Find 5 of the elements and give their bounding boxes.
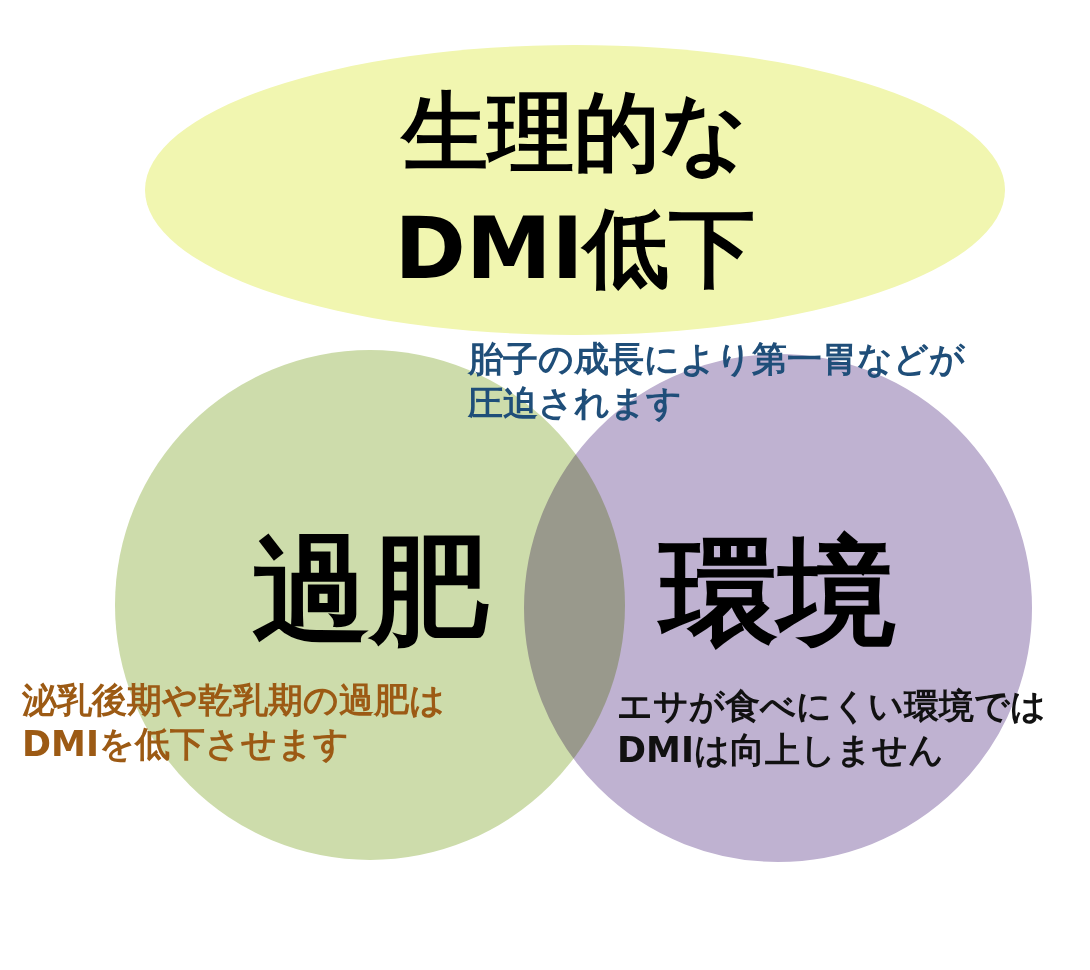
topic-title: 過肥 [251, 525, 490, 655]
topic-title: 環境 [628, 528, 928, 658]
topic-title: 生理的なDMI低下 [393, 80, 757, 300]
note-text: エサが食べにくい環境ではDMIは向上しません [617, 685, 1047, 772]
note-text: 胎子の成長により第一胃などが圧迫されます [468, 338, 966, 425]
